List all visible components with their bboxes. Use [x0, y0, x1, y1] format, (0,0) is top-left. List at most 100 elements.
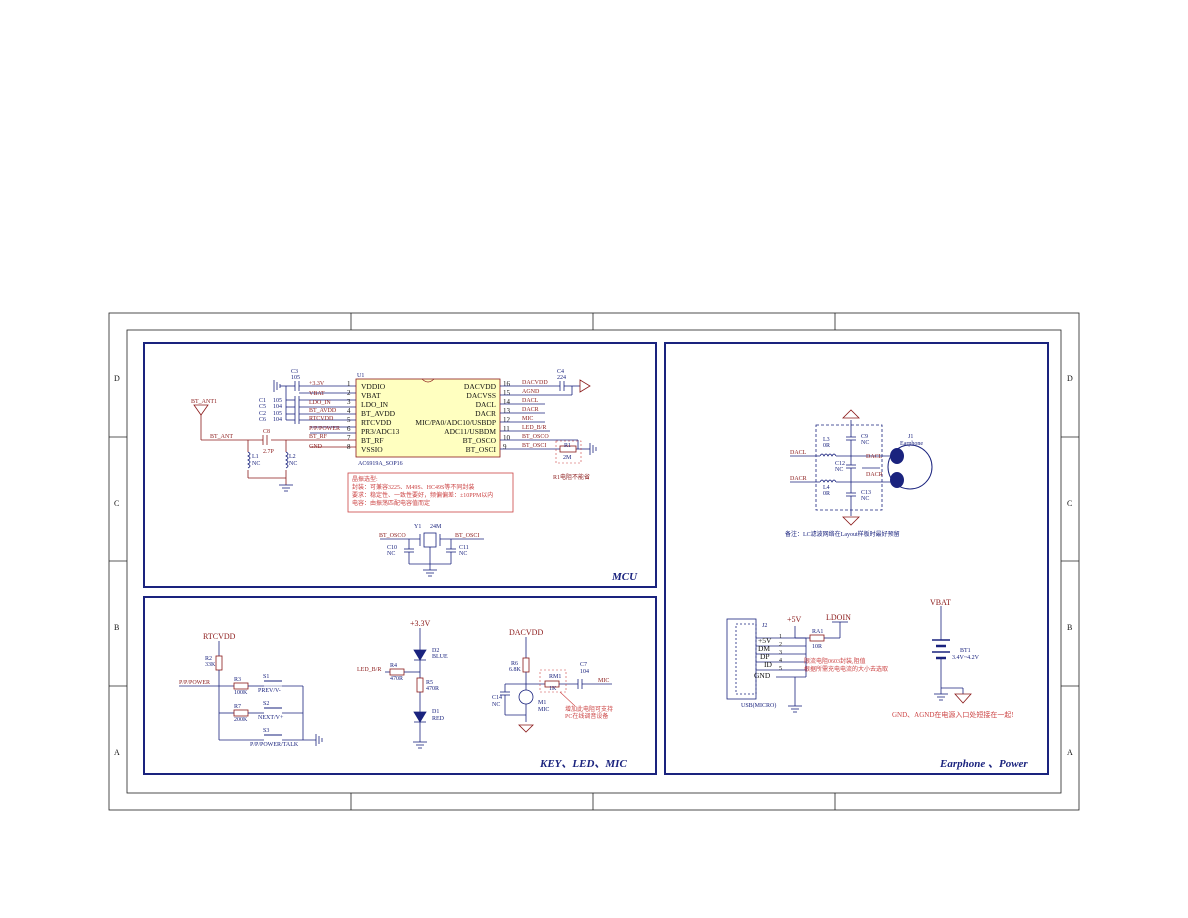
l3-ref: L3: [823, 437, 830, 443]
pin-num-4: 4: [347, 407, 351, 415]
c2-ref: C2: [259, 411, 266, 417]
rm1-ref: RM1: [549, 674, 561, 680]
inductor-l1: [247, 451, 251, 469]
pin-adc11: ADC11/USBDM: [444, 427, 496, 436]
pin-num-14: 14: [503, 398, 511, 406]
pin-num-7: 7: [347, 434, 351, 442]
net-bt-avdd: BT_AVDD: [309, 408, 337, 414]
mic-net: MIC: [598, 678, 609, 684]
c12-ref: C12: [835, 461, 845, 467]
net-dacl: DACL: [522, 398, 539, 404]
j1-label: Earphone: [900, 441, 923, 447]
row-label-left-b: B: [114, 623, 119, 632]
pin-num-9: 9: [503, 443, 507, 451]
u1-ref: U1: [357, 373, 364, 379]
c8-val: 2.7P: [263, 449, 275, 455]
usb-connector-j2: [726, 618, 757, 700]
inductor-l3: [819, 453, 837, 457]
pin-dacr: DACR: [475, 409, 496, 418]
c4-val: 224: [557, 375, 566, 381]
lc-note: 备注：LC滤波网络在Layout样板时最好预留: [785, 530, 900, 538]
l1-val: NC: [252, 461, 260, 467]
d2-ref: D2: [432, 648, 439, 654]
usb-num-1: 1: [779, 634, 782, 640]
c1-val: 105: [273, 398, 282, 404]
c7-val: 104: [580, 669, 589, 675]
pin-num-12: 12: [503, 416, 511, 424]
mcu-panel: [143, 342, 657, 588]
r2-ref: R2: [205, 656, 212, 662]
c12-val: NC: [835, 467, 843, 473]
row-label-left-a: A: [114, 748, 120, 757]
c9-ref: C9: [861, 434, 868, 440]
antenna-icon: [193, 404, 209, 416]
net-led-br: LED_B/R: [522, 425, 546, 431]
pin-bt-rf: BT_RF: [361, 436, 384, 445]
earphone-panel: [664, 342, 1049, 775]
row-label-right-d: D: [1067, 374, 1073, 383]
pin-bt-avdd: BT_AVDD: [361, 409, 396, 418]
l4-ref: L4: [823, 485, 830, 491]
ldoin-net: LDOIN: [826, 613, 851, 622]
ra1-resistor: [809, 634, 825, 642]
crystal-note-line-4: 电容：由振荡匹配电容值而定: [352, 499, 430, 507]
earphone-panel-title: Earphone 、Power: [939, 758, 1028, 770]
s3-label: P/P/POWER/TALK: [250, 742, 299, 748]
c14-ref: C14: [492, 695, 502, 701]
s2-label: NEXT/V+: [258, 715, 284, 721]
mic-m1: [518, 689, 534, 705]
j1-ref: J1: [908, 434, 913, 440]
c13-val: NC: [861, 496, 869, 502]
usb-pin-gnd: GND: [754, 671, 771, 680]
r2-val: 33K: [205, 662, 216, 668]
row-label-left-c: C: [114, 499, 119, 508]
r2-resistor: [215, 655, 223, 671]
ra1-note-line-1: 限流电阻0603封装,阻值: [804, 657, 866, 665]
m1-label: MIC: [538, 707, 549, 713]
c9-val: NC: [861, 440, 869, 446]
net-bt-osci: BT_OSCI: [522, 443, 546, 449]
r7-val: 200K: [234, 717, 248, 723]
y1-ref: Y1: [414, 524, 421, 530]
led-d2: [413, 649, 427, 661]
r4-resistor: [389, 668, 405, 676]
mic-note-line-1: 增加此电阻可支持: [565, 705, 613, 713]
bt-ant-net: BT_ANT: [210, 434, 233, 440]
pin-pr3: PR3/ADC13: [361, 427, 400, 436]
r5-resistor: [416, 677, 424, 693]
usb-num-2: 2: [779, 642, 782, 648]
net-dacvdd: DACVDD: [522, 380, 548, 386]
c5-val: 104: [273, 404, 282, 410]
r3-resistor: [233, 682, 249, 690]
pin-dacvss: DACVSS: [466, 391, 496, 400]
ppp-net: P/P/POWER: [179, 680, 210, 686]
usb-pin-dp: DP: [760, 652, 770, 661]
c6-ref: C6: [259, 417, 266, 423]
row-label-left-d: D: [114, 374, 120, 383]
c1-ref: C1: [259, 398, 266, 404]
osci-net: BT_OSCI: [455, 533, 479, 539]
gnd-note: GND、AGND在电源入口处短接在一起!: [892, 710, 1014, 719]
key-panel-title: KEY、LED、MIC: [539, 758, 627, 770]
pin-num-16: 16: [503, 380, 511, 388]
y1-val: 24M: [430, 524, 442, 530]
pin-mic: MIC/PA0/ADC10/USBDP: [415, 418, 496, 427]
net-gnd: GND: [309, 444, 323, 450]
c3-ref: C3: [291, 369, 298, 375]
s2-ref: S2: [263, 701, 269, 707]
row-label-right-b: B: [1067, 623, 1072, 632]
usb-num-3: 3: [779, 650, 782, 656]
crystal-note-box: [347, 472, 514, 513]
led-d1: [413, 711, 427, 723]
c11-ref: C11: [459, 545, 469, 551]
agnd-symbol: [579, 379, 591, 393]
s1-ref: S1: [263, 674, 269, 680]
dacr-net-in: DACR: [790, 476, 807, 482]
net-mic: MIC: [522, 416, 533, 422]
u1-part: AC6919A_SOP16: [358, 461, 403, 467]
c8-ref: C8: [263, 429, 270, 435]
key-section: RTCVDD P/P/POWER R2 33K R3 100K R7 200K …: [179, 619, 613, 749]
net-dacr: DACR: [522, 407, 539, 413]
mcu-panel-title: MCU: [611, 571, 638, 583]
